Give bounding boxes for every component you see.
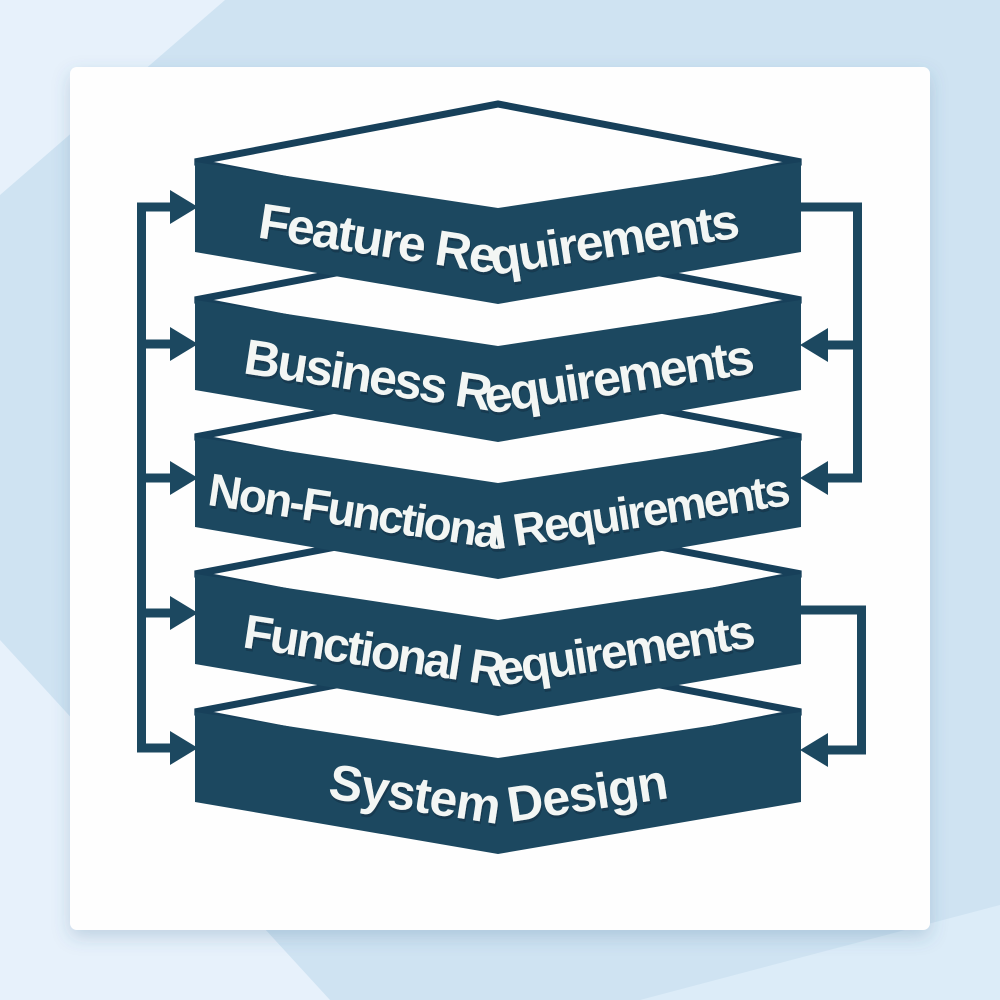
right-top-branch-business <box>828 340 862 350</box>
left-rail-branch-5 <box>137 743 172 753</box>
layer-band <box>195 574 801 716</box>
left-feedback-rail <box>137 190 198 765</box>
layer-band <box>195 437 801 579</box>
arrow-into-functional-requirements <box>170 596 198 630</box>
arrow-into-feature-requirements <box>170 190 198 224</box>
right-connector-top <box>800 202 862 495</box>
left-rail-branch-2 <box>137 339 172 349</box>
right-top-branch-non-functional <box>828 473 862 483</box>
arrow-into-system-design <box>170 731 198 765</box>
right-bottom-branch-system-design <box>828 745 866 755</box>
left-rail-branch-4 <box>137 608 172 618</box>
right-bottom-line <box>857 605 866 755</box>
layer-feature-requirements: Feature Requirements <box>194 100 802 304</box>
layer-band <box>195 712 801 854</box>
right-bottom-branch-out <box>801 605 866 615</box>
layer-band <box>195 300 801 442</box>
arrow-into-non-functional-requirements <box>170 461 198 495</box>
arrow-into-business-requirements-right <box>800 328 828 362</box>
arrow-into-non-functional-requirements-right <box>800 461 828 495</box>
right-top-branch-out <box>801 202 862 212</box>
arrow-into-system-design-right <box>800 733 828 767</box>
right-connector-bottom <box>800 605 866 767</box>
layer-band <box>195 162 801 304</box>
arrow-into-business-requirements <box>170 327 198 361</box>
left-rail-branch-3 <box>137 473 172 483</box>
left-rail-branch-1 <box>137 202 172 212</box>
